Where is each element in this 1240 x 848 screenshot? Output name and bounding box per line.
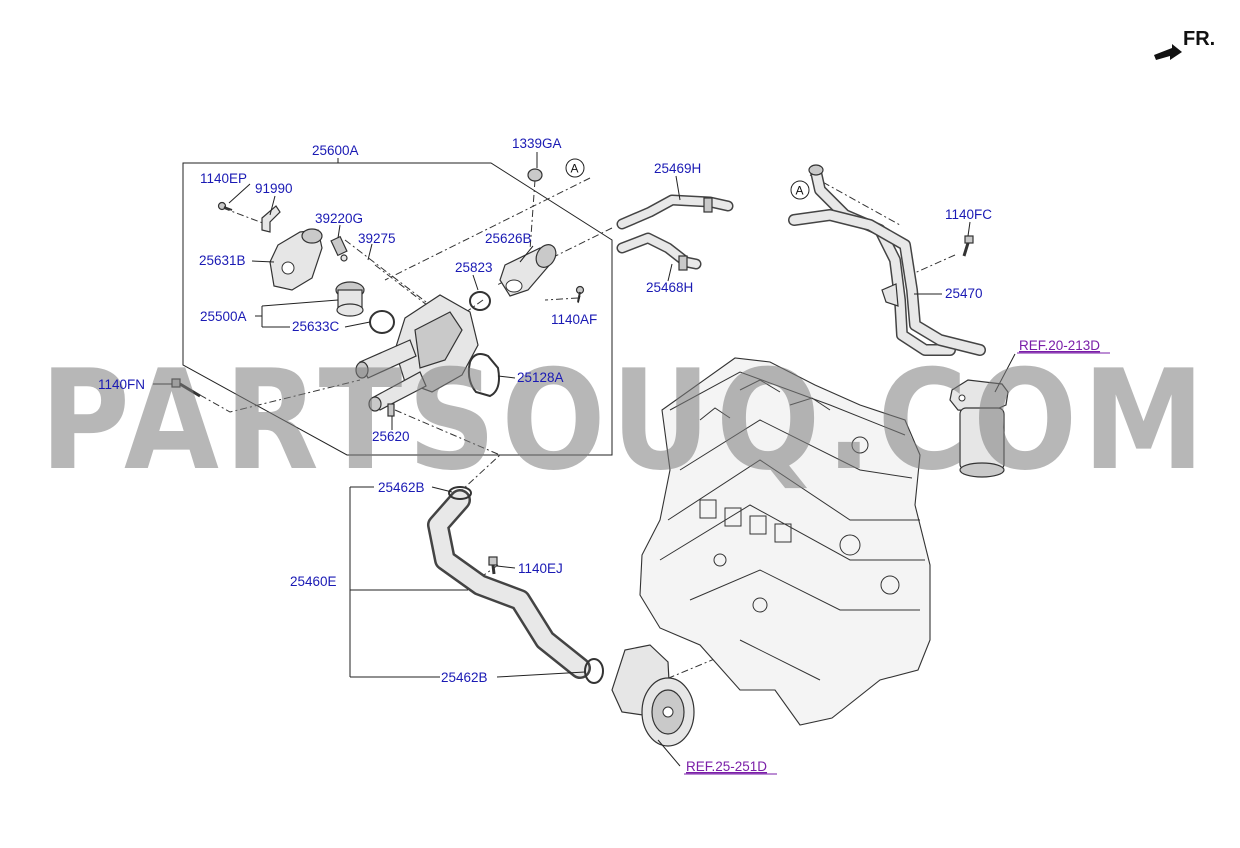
bolt-1140ep-icon	[217, 201, 233, 211]
oil-cooler-icon	[949, 379, 1009, 478]
ref-link-oil-cooler[interactable]: REF.20-213D	[1019, 338, 1100, 353]
heater-pipe-25468h-icon	[616, 232, 702, 271]
part-label-25460e[interactable]: 25460E	[290, 574, 337, 589]
coolant-pipe-25470-icon	[788, 164, 986, 356]
gasket-25128a-icon	[467, 353, 500, 398]
front-label: FR.	[1183, 28, 1215, 50]
part-label-25470[interactable]: 25470	[945, 286, 983, 301]
thermostat-25500a-icon	[335, 281, 365, 317]
part-label-1140ep[interactable]: 1140EP	[200, 171, 247, 186]
part-label-39220g[interactable]: 39220G	[315, 211, 363, 226]
gasket-25633c-icon	[369, 310, 395, 334]
part-label-25633c[interactable]: 25633C	[292, 319, 340, 334]
part-label-25626b[interactable]: 25626B	[485, 231, 532, 246]
front-arrow-icon	[1154, 44, 1182, 60]
o-ring-25823-icon	[469, 291, 491, 311]
part-label-1140fn[interactable]: 1140FN	[98, 377, 145, 392]
water-outlet-fitting-25631b-icon	[269, 228, 323, 291]
bolt-1140fc-icon	[962, 235, 974, 257]
coolant-hose-25460e-icon	[427, 486, 604, 684]
leader-lines	[153, 152, 1016, 767]
thermostat-assembly-box	[182, 162, 613, 456]
thermostat-housing-25620-icon	[355, 294, 479, 417]
part-label-25128a[interactable]: 25128A	[517, 370, 564, 385]
part-label-39275[interactable]: 39275	[358, 231, 396, 246]
nut-1339ga-icon	[527, 168, 543, 182]
front-direction-indicator: FR.	[1154, 28, 1215, 60]
part-label-25631b[interactable]: 25631B	[199, 253, 246, 268]
part-label-25462b-top[interactable]: 25462B	[378, 480, 425, 495]
bolt-1140af-icon	[575, 285, 585, 303]
part-label-91990[interactable]: 91990	[255, 181, 293, 196]
svg-text:A: A	[796, 184, 804, 198]
bolt-1140fn-icon	[171, 378, 201, 398]
bracket-91990-icon	[261, 205, 281, 233]
ref-link-water-pump[interactable]: REF.25-251D	[686, 759, 767, 774]
part-label-1140ej[interactable]: 1140EJ	[518, 561, 563, 576]
temperature-sensor-39220g-icon	[330, 235, 348, 262]
part-label-25469h[interactable]: 25469H	[654, 161, 701, 176]
hose-fitting-25626b-icon	[499, 244, 557, 297]
part-label-25620[interactable]: 25620	[372, 429, 410, 444]
part-label-25462b-bottom[interactable]: 25462B	[441, 670, 488, 685]
part-label-25600a[interactable]: 25600A	[312, 143, 359, 158]
part-label-25500a[interactable]: 25500A	[200, 309, 247, 324]
part-label-1140af[interactable]: 1140AF	[551, 312, 597, 327]
part-label-25468h[interactable]: 25468H	[646, 280, 693, 295]
svg-text:A: A	[571, 162, 579, 176]
callout-a-right: A	[790, 180, 810, 200]
water-pump-icon	[611, 644, 695, 747]
callout-a-left: A	[565, 158, 585, 178]
watermark: PARTSOUQ.COM	[40, 340, 1210, 501]
part-label-25823[interactable]: 25823	[455, 260, 493, 275]
engine-block-icon	[639, 357, 931, 726]
part-label-1140fc[interactable]: 1140FC	[945, 207, 992, 222]
heater-pipe-25469h-icon	[616, 194, 734, 230]
bolt-1140ej-icon	[488, 556, 498, 575]
part-label-1339ga[interactable]: 1339GA	[512, 136, 562, 151]
